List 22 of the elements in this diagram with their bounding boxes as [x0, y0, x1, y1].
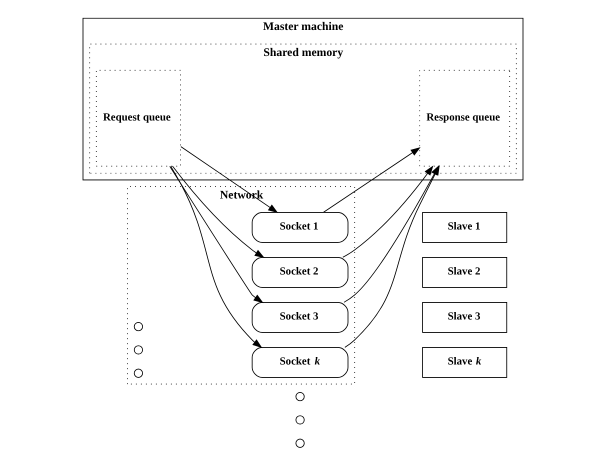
node-circle — [295, 438, 304, 448]
node-box: Response queue — [418, 70, 510, 167]
node-circle — [133, 368, 142, 378]
node-box: Slave 3 — [422, 302, 507, 333]
node-circle — [295, 392, 304, 402]
arrow — [168, 166, 264, 304]
node-box: Socket k — [251, 347, 348, 378]
arrow — [322, 147, 420, 213]
node-box: Slave 2 — [422, 257, 507, 288]
node-circle — [295, 415, 304, 424]
node-box: Slave 1 — [422, 212, 507, 243]
node-circle — [133, 322, 142, 332]
node-box: Socket 2 — [251, 257, 348, 288]
node-box: Request queue — [95, 70, 180, 167]
node-box: Socket 1 — [251, 212, 348, 243]
arrow — [180, 146, 278, 213]
node-box: Slave k — [422, 347, 507, 378]
node-box: Socket 3 — [251, 302, 348, 333]
arrow — [342, 165, 433, 258]
node-circle — [133, 345, 142, 354]
arrow — [170, 166, 262, 348]
arrow — [172, 166, 264, 258]
